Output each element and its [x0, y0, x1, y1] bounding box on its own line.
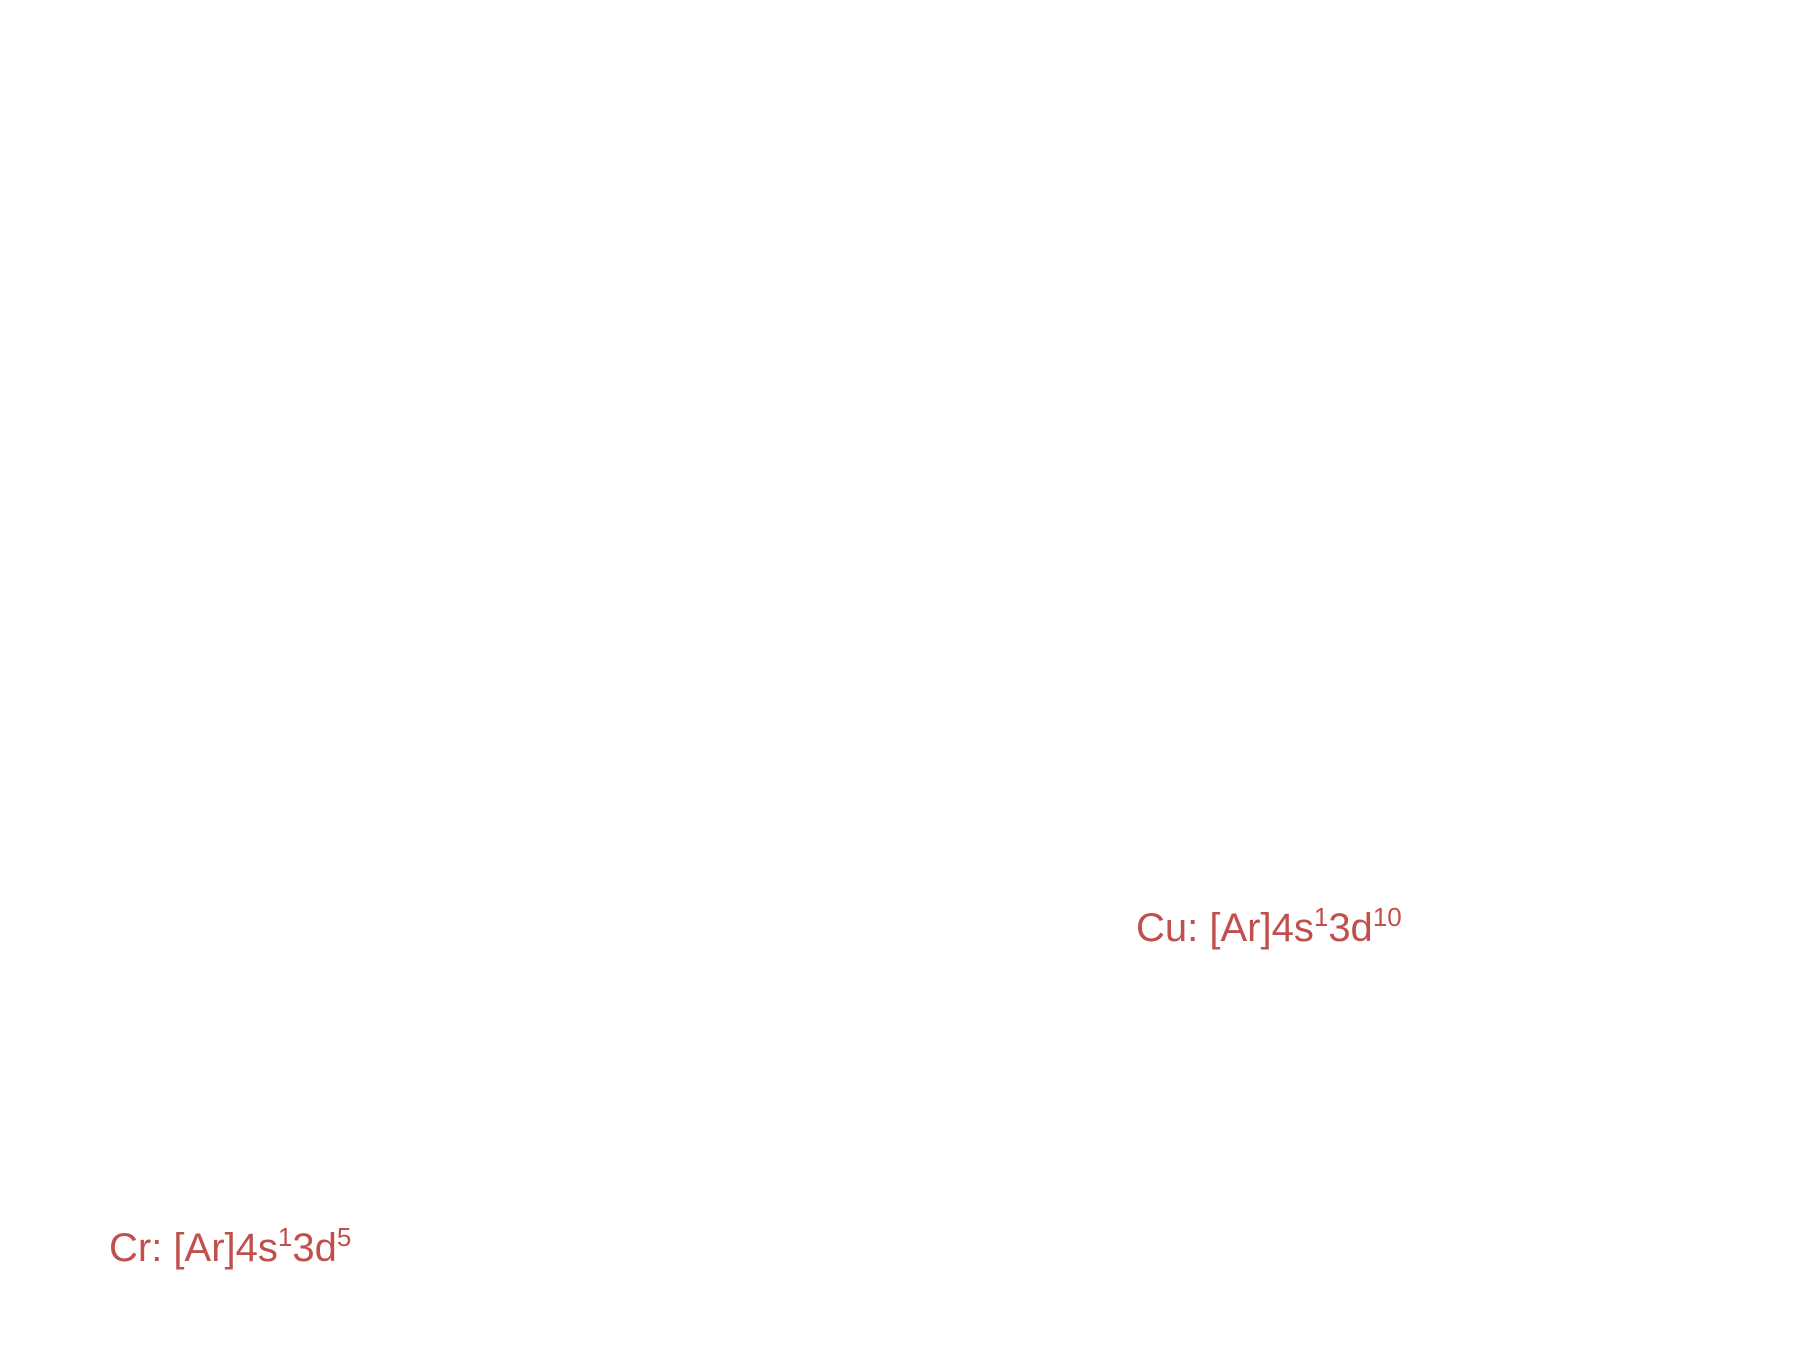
copper-3d-superscript: 10: [1372, 902, 1402, 932]
copper-4s-superscript: 1: [1313, 902, 1329, 932]
copper-config-prefix: Cu: [Ar]4s: [1136, 906, 1314, 950]
copper-electron-configuration: Cu: [Ar]4s13d10: [1136, 904, 1402, 950]
chromium-config-3d: 3d: [292, 1226, 337, 1270]
chromium-3d-superscript: 5: [336, 1222, 352, 1252]
chromium-electron-configuration: Cr: [Ar]4s13d5: [109, 1224, 351, 1270]
chromium-4s-superscript: 1: [277, 1222, 293, 1252]
chromium-config-prefix: Cr: [Ar]4s: [109, 1226, 278, 1270]
copper-config-3d: 3d: [1328, 906, 1373, 950]
